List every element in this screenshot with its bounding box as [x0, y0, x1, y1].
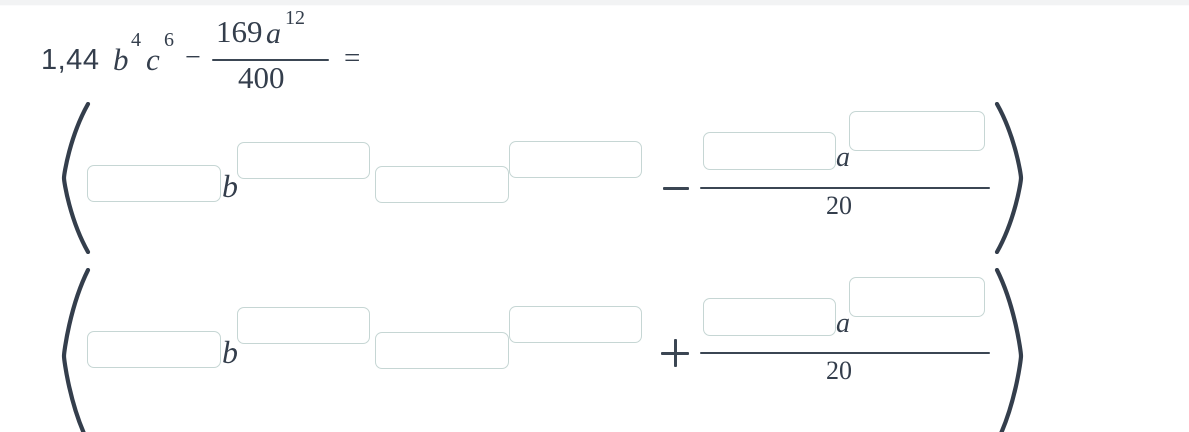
g1-fraction-denominator-20: 20 [826, 191, 852, 220]
g1-coefficient-input[interactable] [87, 165, 221, 202]
coefficient-1-44: 1,44 [41, 44, 100, 76]
g2-fraction-numerator-coefficient-input[interactable] [703, 298, 836, 336]
exponent-b-4: 4 [131, 29, 141, 51]
variable-c: c [146, 42, 160, 77]
exponent-c-6: 6 [164, 29, 174, 51]
open-paren-group-1 [58, 102, 92, 254]
g1-fraction-bar [700, 187, 990, 190]
numerator-exponent-12: 12 [285, 7, 305, 29]
g2-fraction-numerator-variable-a: a [836, 308, 850, 339]
g1-exponent-input[interactable] [237, 142, 370, 179]
variable-b: b [113, 42, 129, 77]
g1-fraction-numerator-exponent-input[interactable] [849, 111, 985, 151]
g1-fraction-numerator-coefficient-input[interactable] [703, 132, 836, 170]
equals-sign: = [344, 42, 361, 74]
g2-exponent-input[interactable] [237, 307, 370, 344]
g2-coefficient-input[interactable] [87, 331, 221, 368]
open-paren-group-2 [58, 268, 92, 432]
g2-fraction-denominator-20: 20 [826, 356, 852, 385]
g1-minus-operator [663, 187, 689, 190]
close-paren-group-1 [993, 102, 1027, 254]
denominator-400: 400 [238, 60, 285, 95]
g1-fraction-numerator-variable-a: a [836, 142, 850, 173]
g2-fraction-bar [700, 352, 990, 355]
minus-operator-statement: − [185, 42, 201, 73]
g2-second-base-input[interactable] [375, 332, 509, 369]
g2-plus-operator-stem [674, 339, 677, 367]
fraction-bar-statement [212, 59, 329, 62]
top-strip [0, 0, 1189, 5]
top-strip-divider [0, 5, 1189, 6]
g2-fraction-numerator-exponent-input[interactable] [849, 277, 985, 317]
g1-second-base-input[interactable] [375, 166, 509, 203]
close-paren-group-2 [993, 268, 1027, 432]
numerator-variable-a: a [266, 17, 281, 50]
g1-variable-b: b [222, 168, 238, 204]
g1-second-exponent-input[interactable] [509, 141, 642, 178]
g2-second-exponent-input[interactable] [509, 306, 642, 343]
numerator-coefficient-169: 169 [216, 14, 263, 49]
g2-variable-b: b [222, 334, 238, 370]
